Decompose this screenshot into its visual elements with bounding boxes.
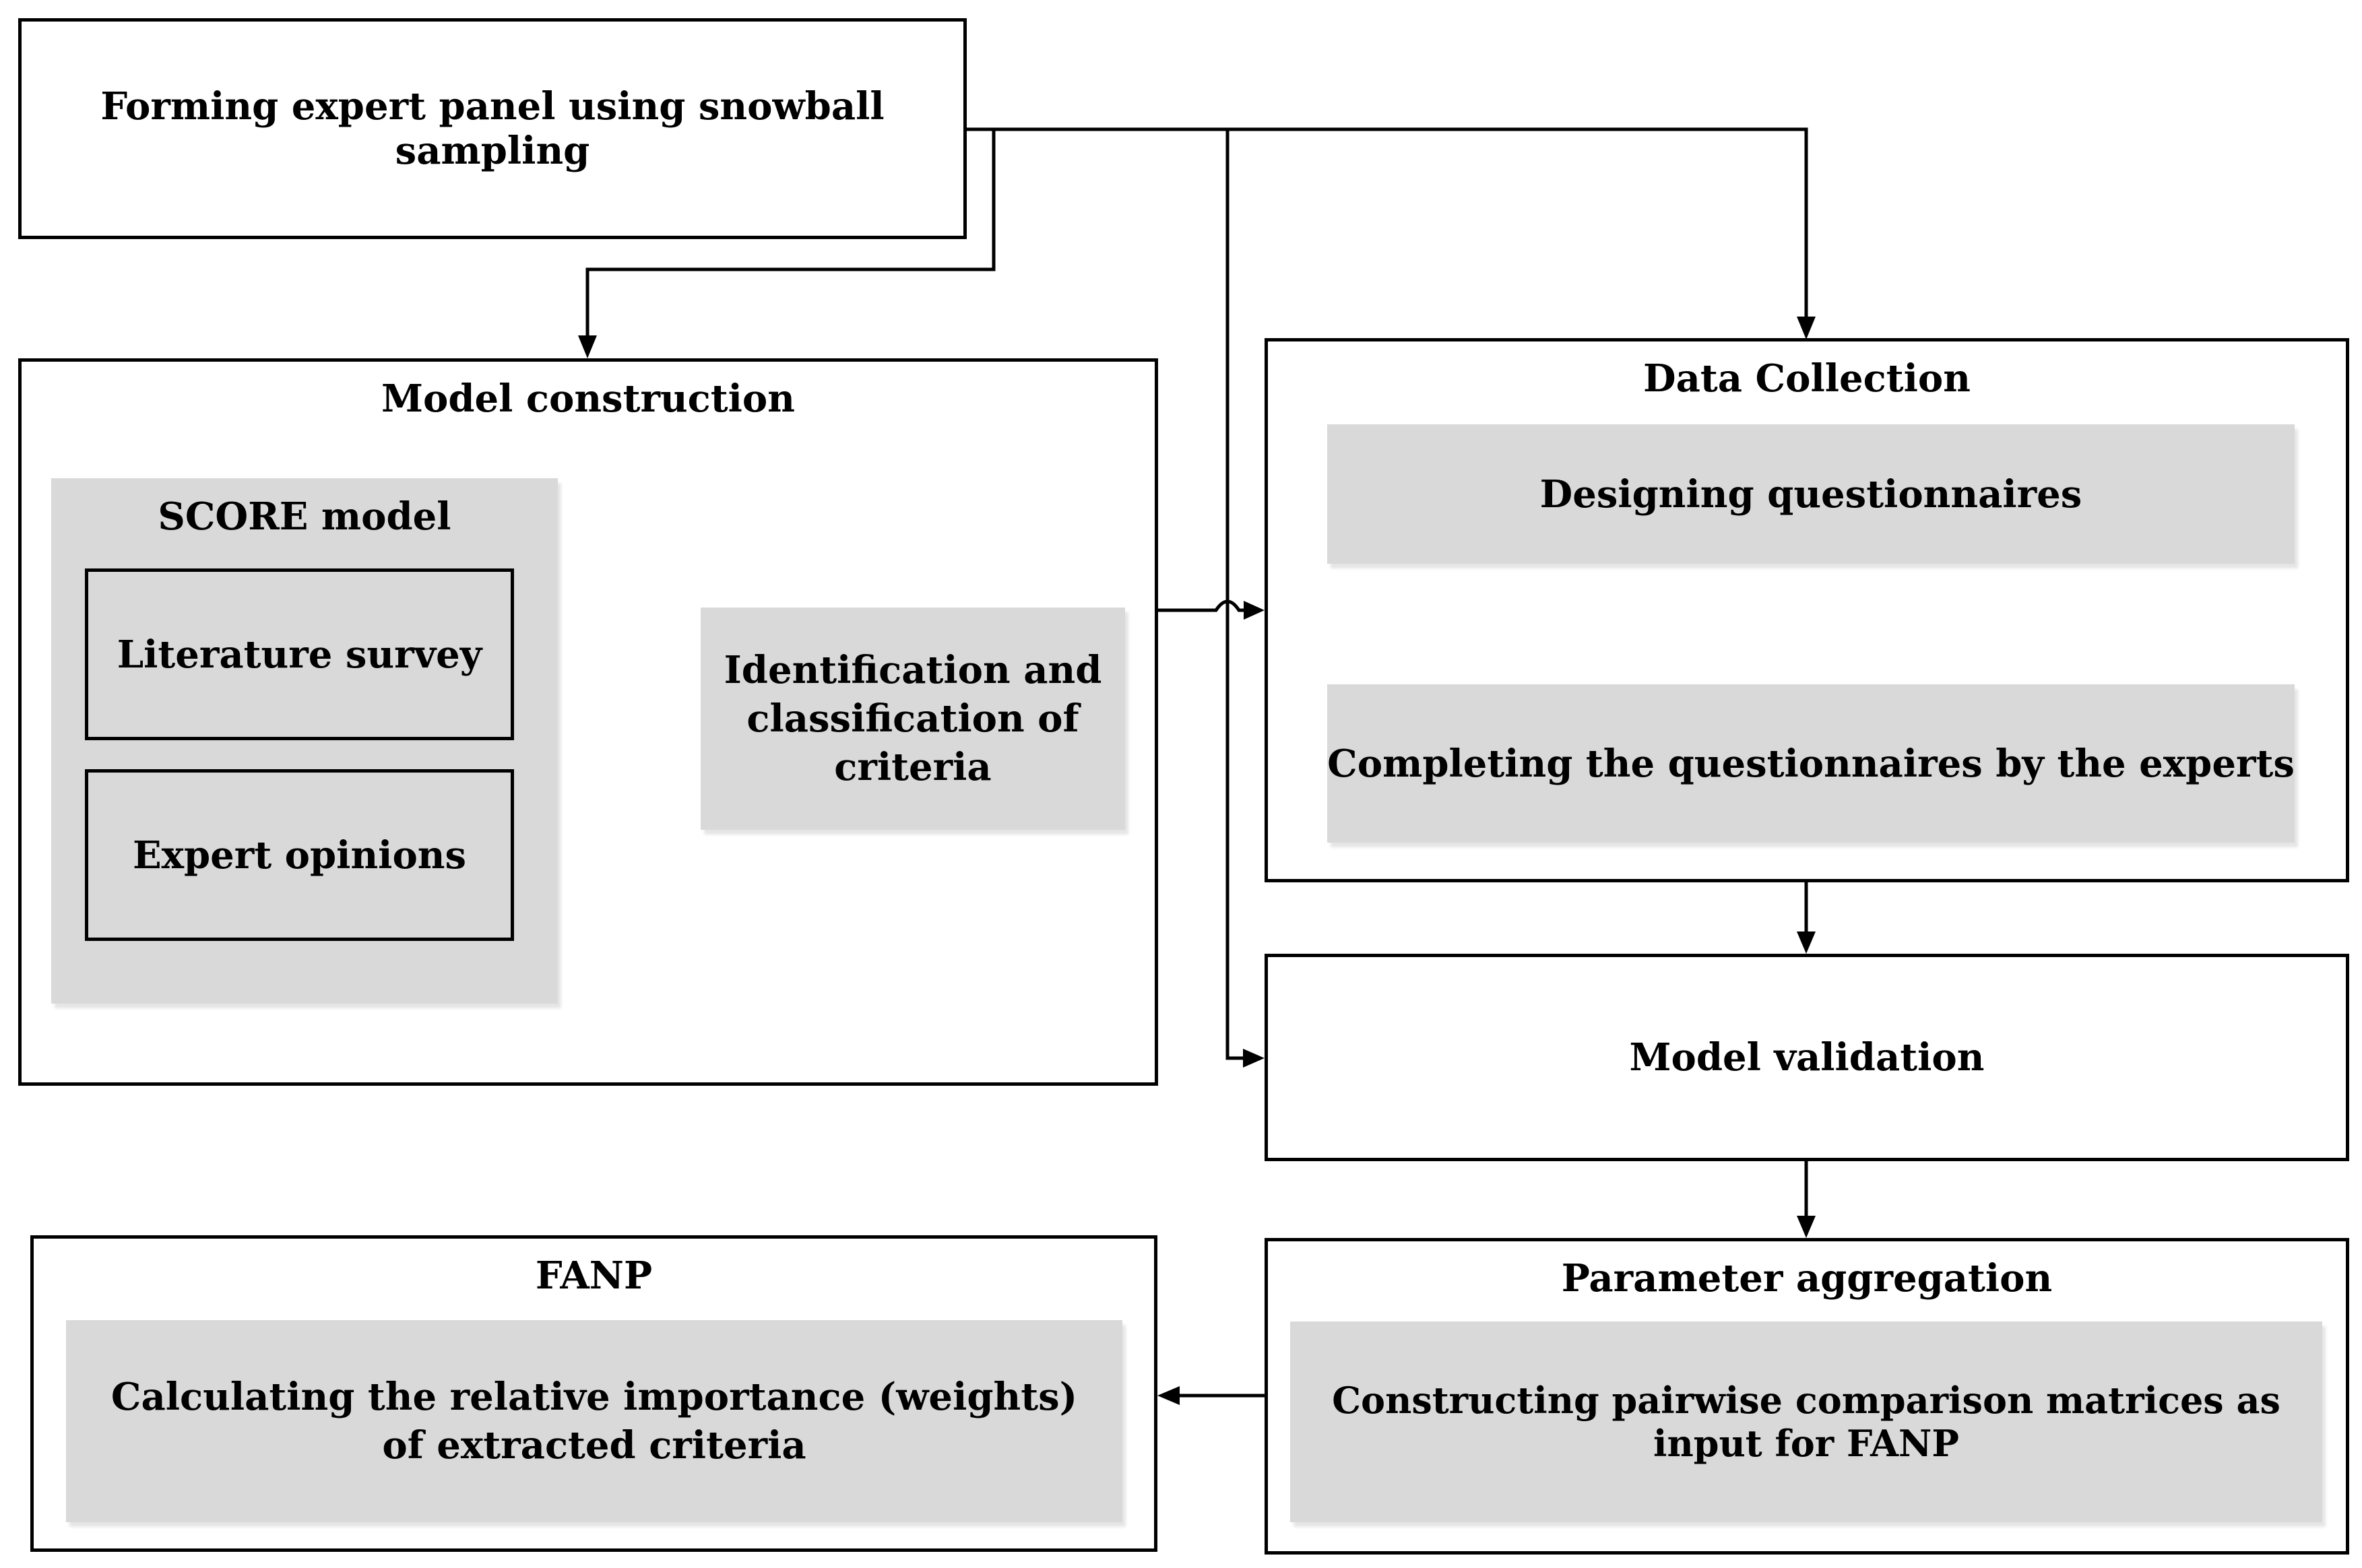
identification-box: Identification and classification of cri… bbox=[701, 608, 1125, 830]
expert-panel-label: Forming expert panel using snowball samp… bbox=[100, 84, 885, 173]
constructing-matrices-box: Constructing pairwise comparison matrice… bbox=[1290, 1321, 2322, 1522]
arrow-model-construction-to-data-collection bbox=[1157, 599, 1246, 612]
identification-label: Identification and classification of cri… bbox=[724, 648, 1102, 789]
designing-questionnaires-box: Designing questionnaires bbox=[1327, 424, 2295, 564]
score-model-title: SCORE model bbox=[158, 494, 451, 539]
parameter-aggregation-title: Parameter aggregation bbox=[1561, 1256, 2053, 1301]
fanp-title: FANP bbox=[535, 1253, 653, 1298]
arrow-panel-to-data-collection bbox=[966, 127, 1808, 317]
constructing-matrices-label: Constructing pairwise comparison matrice… bbox=[1332, 1379, 2280, 1465]
literature-survey-label: Literature survey bbox=[117, 632, 482, 677]
expert-opinions-box: Expert opinions bbox=[85, 769, 514, 941]
completing-questionnaires-label: Completing the questionnaires by the exp… bbox=[1327, 741, 2295, 786]
model-validation-box: Model validation bbox=[1265, 954, 2349, 1161]
literature-survey-box: Literature survey bbox=[85, 568, 514, 740]
expert-opinions-label: Expert opinions bbox=[132, 832, 467, 878]
calculating-weights-label: Calculating the relative importance (wei… bbox=[110, 1375, 1078, 1468]
arrow-panel-to-model-validation bbox=[1225, 129, 1243, 1060]
data-collection-title: Data Collection bbox=[1643, 356, 1971, 401]
designing-questionnaires-label: Designing questionnaires bbox=[1539, 471, 2082, 517]
completing-questionnaires-box: Completing the questionnaires by the exp… bbox=[1327, 684, 2295, 843]
model-validation-label: Model validation bbox=[1629, 1035, 1985, 1080]
model-construction-title: Model construction bbox=[381, 377, 795, 421]
expert-panel-box: Forming expert panel using snowball samp… bbox=[18, 18, 967, 239]
calculating-weights-box: Calculating the relative importance (wei… bbox=[66, 1320, 1122, 1522]
